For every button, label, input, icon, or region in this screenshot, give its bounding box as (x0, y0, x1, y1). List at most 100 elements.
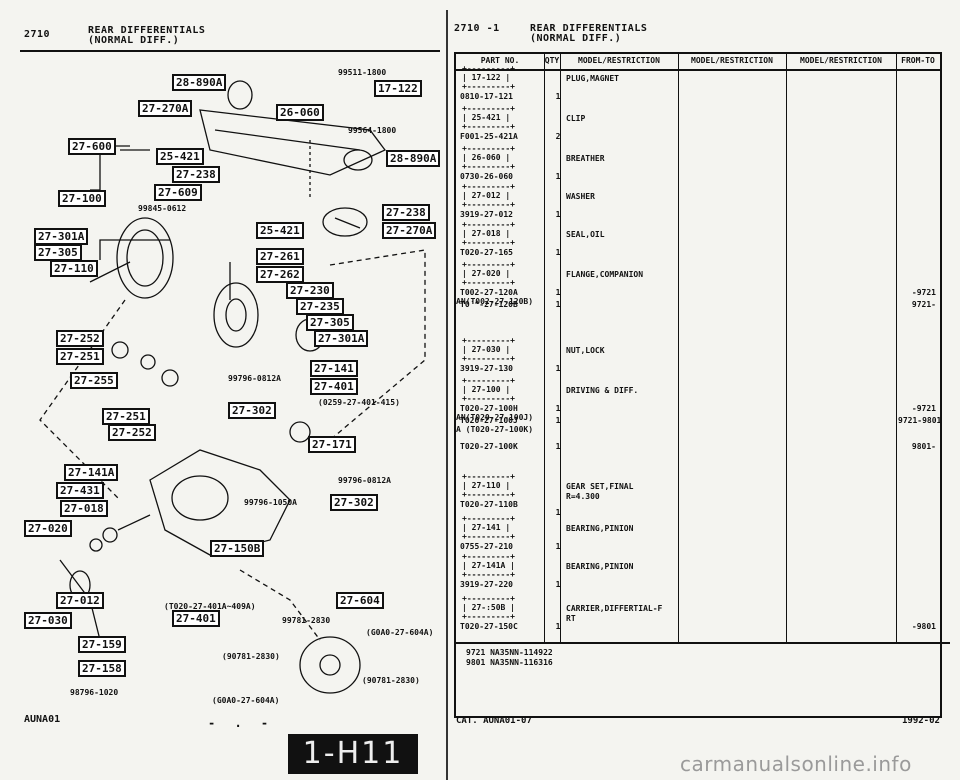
ref-number-box: +---------+ | 25-421 | +---------+ (462, 104, 515, 131)
diagram-label: 27-270A (138, 100, 193, 117)
footer-code: AUNA01 (24, 714, 61, 725)
diagram-label: 27-261 (256, 248, 304, 265)
quantity: 1 (555, 172, 561, 181)
diagram-label: 27-251 (56, 348, 104, 365)
table-row: +---------+ | 27-020 | +---------+T002-2… (456, 260, 940, 306)
part-number: 3919-27-130 (460, 364, 513, 373)
part-number-callout: 99845-0612 (138, 204, 187, 213)
diagram-label: 28-890A (172, 74, 227, 91)
table-header: PART NO. QTY MODEL/RESTRICTION MODEL/RES… (456, 54, 940, 71)
from-to-code: -9721 (911, 404, 936, 413)
part-number: T0´^-27-120B (460, 300, 518, 309)
table-row: +---------+ | 27-030 | +---------+3919-2… (456, 336, 940, 374)
table-row: +---------+ | 27-141 | +---------+0755-2… (456, 514, 940, 552)
col-from-to: FROM-TO (901, 56, 935, 65)
crossmember-shape (199, 109, 387, 176)
ref-number-box: +---------+ | 17-122 | +---------+ (462, 64, 515, 91)
part-description: DRIVING & DIFF. (566, 386, 639, 395)
diagram-label: 27-252 (108, 424, 156, 441)
ref-number-box: +---------+ | 27-141A | +---------+ (462, 552, 515, 579)
part-number-callout: (0259-27-401-415) (318, 398, 400, 407)
part-number: T020-27-150C (460, 622, 518, 631)
diagram-label: 27-171 (308, 436, 356, 453)
diagram-label: 27-030 (24, 612, 72, 629)
part-description: SEAL,OIL (566, 230, 605, 239)
quantity: 1 (555, 210, 561, 219)
diagram-label: 27-251 (102, 408, 150, 425)
left-page-code: 2710 (24, 29, 51, 40)
from-to-code: 9721-9801 (898, 416, 942, 425)
table-row: +---------+ | 25-421 | +---------+F001-2… (456, 104, 940, 142)
table-row: +---------+ | 27-141A | +---------+3919-… (456, 552, 940, 590)
diagram-frame (20, 50, 440, 710)
part-number: T020-27-100K (460, 442, 518, 451)
quantity: 1 (555, 416, 561, 425)
right-page-code: 2710 -1 (454, 23, 500, 34)
quantity: 2 (555, 132, 561, 141)
quantity: 1 (555, 364, 561, 373)
diagram-label: 27-018 (60, 500, 108, 517)
ref-number-box: +---------+ | 27-018 | +---------+ (462, 220, 515, 247)
footnote-line: 9721 NA35NN-114922 (466, 648, 553, 657)
quantity: 1 (555, 288, 561, 297)
diagram-label: 27-012 (56, 592, 104, 609)
diagram-label: 27-255 (70, 372, 118, 389)
catalog-number: CAT. AUNA01-07 (456, 716, 532, 726)
table-row: +---------+ | 27-:50B | +---------+T020-… (456, 594, 940, 632)
ref-number-box: +---------+ | 27-:50B | +---------+ (462, 594, 515, 621)
diagram-label: 28-890A (386, 150, 441, 167)
diagram-label: 27-431 (56, 482, 104, 499)
col-model-1: MODEL/RESTRICTION (578, 56, 660, 65)
diagram-label: 27-238 (382, 204, 430, 221)
part-number: T020-27-110B (460, 500, 518, 509)
quantity: 1 (555, 542, 561, 551)
part-description: WASHER (566, 192, 595, 201)
part-number-alt: AN(T002-27-120B) (456, 297, 534, 306)
part-description: BEARING,PINION (566, 562, 634, 571)
from-to-code: 9801- (911, 442, 936, 451)
from-to-code: -9721 (911, 288, 936, 297)
footnote-line: 9801 NA35NN-116316 (466, 658, 553, 667)
diagram-label: 25-421 (156, 148, 204, 165)
part-number: 3919-27-012 (460, 210, 513, 219)
col-qty: QTY (544, 56, 560, 65)
footer-dash: - . - (208, 716, 275, 730)
part-number-callout: 99796-0812A (338, 476, 391, 485)
diagram-label: 27-305 (34, 244, 82, 261)
quantity: 1 (555, 622, 561, 631)
quantity: 1 (555, 92, 561, 101)
diagram-label: 25-421 (256, 222, 304, 239)
col-model-3: MODEL/RESTRICTION (800, 56, 882, 65)
diagram-label: 27-150B (210, 540, 265, 557)
part-number-callout: (90781-2830) (222, 652, 280, 661)
diagram-label: 27-301A (314, 330, 369, 347)
diagram-label: 17-122 (374, 80, 422, 97)
diagram-label: 27-600 (68, 138, 116, 155)
diagram-label: 27-238 (172, 166, 220, 183)
part-number-alt: AN(T020-27-100J) (456, 413, 534, 422)
diagram-label: 27-401 (172, 610, 220, 627)
table-row: +---------+ | 27-110 | +---------+T020-2… (456, 472, 940, 517)
ref-number-box: +---------+ | 27-141 | +---------+ (462, 514, 515, 541)
parts-table: PART NO. QTY MODEL/RESTRICTION MODEL/RES… (454, 52, 950, 718)
part-number-callout: (90781-2830) (362, 676, 420, 685)
page-fold-divider (446, 10, 448, 780)
left-page-title: REAR DIFFERENTIALS (88, 25, 206, 36)
diagram-label: 27-141 (310, 360, 358, 377)
part-description: CARRIER,DIFFERTIAL-F (566, 604, 663, 613)
from-to-code: -9801 (911, 622, 936, 631)
part-number: T002-27-120A (460, 288, 518, 297)
ref-number-box: +---------+ | 27-030 | +---------+ (462, 336, 515, 363)
part-description-detail: RT (566, 614, 576, 623)
diagram-label: 27-110 (50, 260, 98, 277)
page-badge: 1-H11 (288, 734, 418, 774)
ref-number-box: +---------+ | 27-110 | +---------+ (462, 472, 515, 499)
part-number-callout: 99796-0812A (228, 374, 281, 383)
diagram-label: 27-609 (154, 184, 202, 201)
part-number-callout: (G0A0-27-604A) (366, 628, 434, 637)
diagram-label: 27-159 (78, 636, 126, 653)
quantity: 1 (555, 508, 561, 517)
part-number-alt: A (T020-27-100K) (456, 425, 534, 434)
